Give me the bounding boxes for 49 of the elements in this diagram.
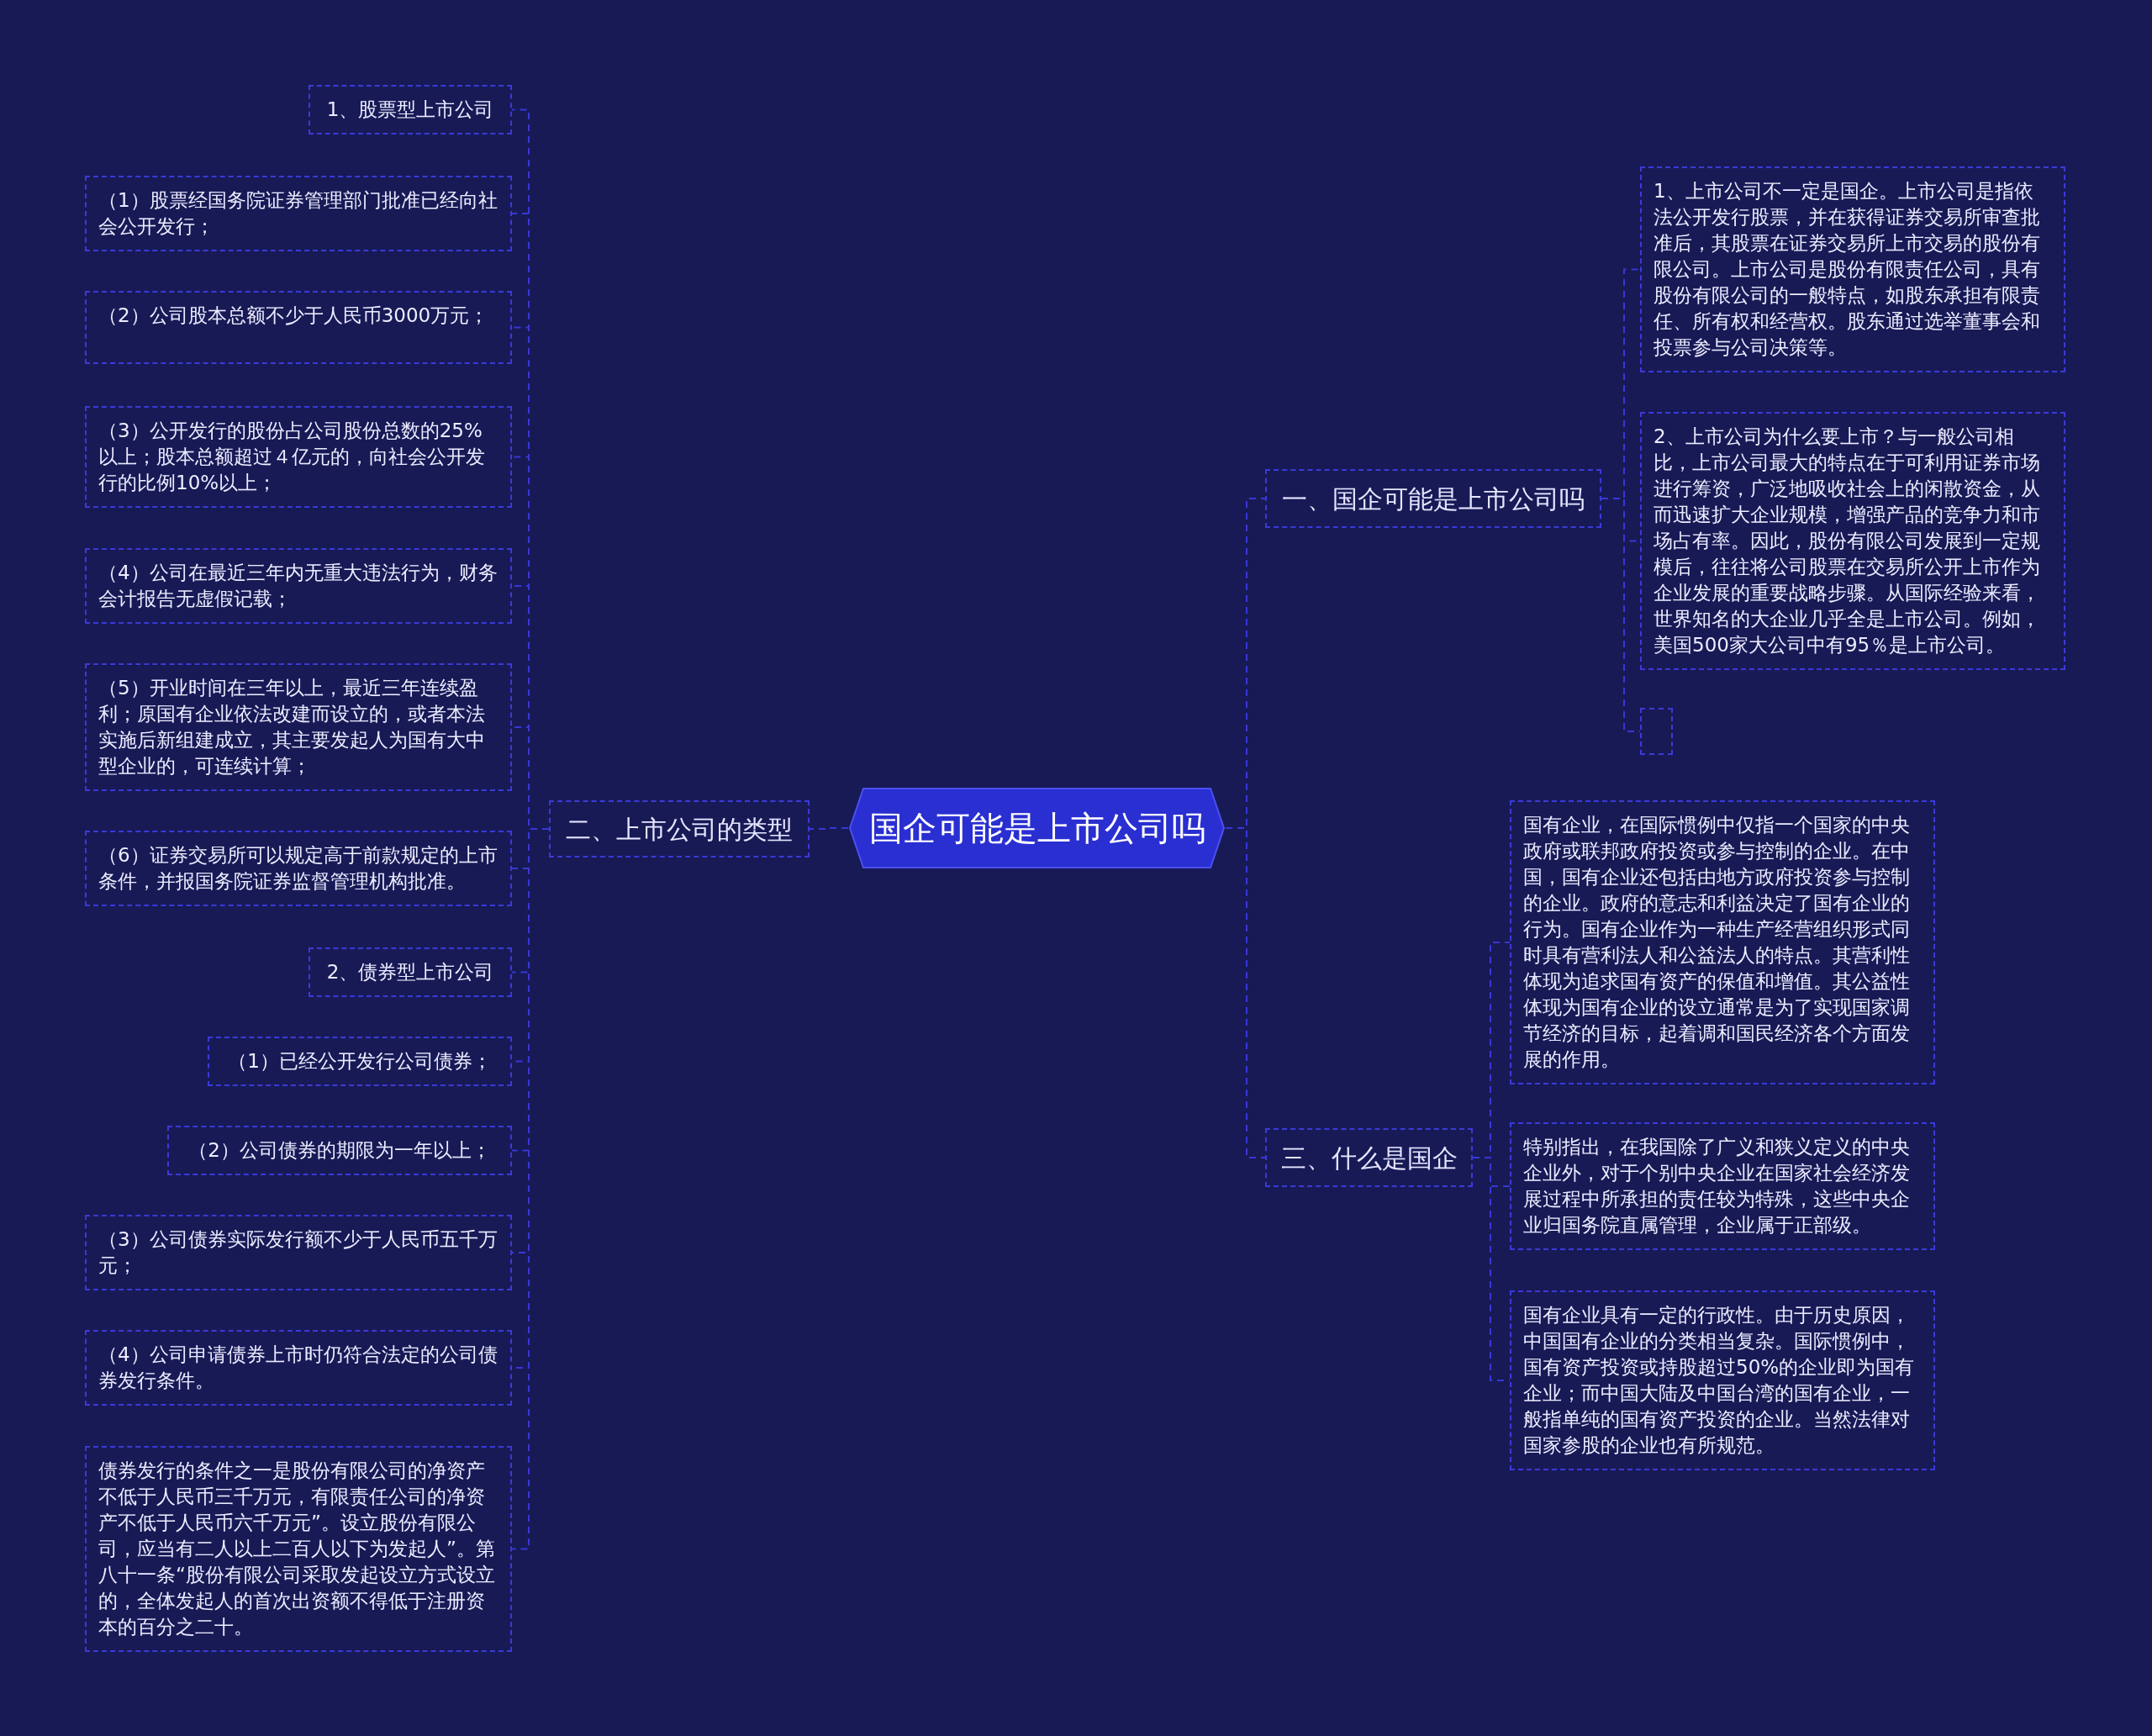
topic-box: [1265, 469, 1601, 528]
note-box: [85, 1330, 512, 1406]
note-box: [208, 1037, 512, 1086]
note-box: [1640, 166, 2065, 372]
note-box: [309, 85, 512, 135]
topic-box: [1265, 1128, 1473, 1187]
note-box: [85, 1446, 512, 1652]
note-text: （1）股票经国务院证券管理部门批准已经向社会公开发行；: [98, 188, 498, 239]
connector-line: [1601, 498, 1641, 732]
note-text: （6）证券交易所可以规定高于前款规定的上市条件，并报国务院证券监督管理机构批准。: [98, 843, 498, 894]
note-text: 2、债券型上市公司: [326, 960, 494, 984]
note-box: [85, 663, 512, 791]
note-box: [167, 1126, 512, 1175]
note-text: 1、上市公司不一定是国企。上市公司是指依法公开发行股票，并在获得证券交易所审查批准后，其股票在证券交易所上市交易的股份有限公司。上市公司是股份有限责任公司，具有股份有限公司的一般特点，如股东承担有限责任、所有权和经营权。股东通过选举董事会和投票参与公司决策等。: [1654, 179, 2041, 360]
topic-box: [549, 800, 810, 857]
note-box: [309, 947, 512, 997]
note-box: [85, 406, 512, 508]
topic-text: 一、国企可能是上市公司吗: [1282, 483, 1585, 515]
note-text: （3）公司债券实际发行额不少于人民币五千万元；: [98, 1227, 498, 1278]
note-text: 国有企业具有一定的行政性。由于历史原因，中国国有企业的分类相当复杂。国际惯例中，国有资产投资或持股超过50%的企业即为国有企业；而中国大陆及中国台湾的国有企业，一般指单纯的国有资产投资的企业。当然法律对国家参股的企业也有所规范。: [1523, 1303, 1916, 1458]
note-text: （1）已经公开发行公司债券；: [228, 1049, 492, 1074]
note-text: 2、上市公司为什么要上市？与一般公司相比，上市公司最大的特点在于可利用证券市场进行筹资，广泛地吸收社会上的闲散资金，从而迅速扩大企业规模，增强产品的竞争力和市场占有率。因此，股份有限公司发展到一定规模后，往往将公司股票在交易所公开上市作为企业发展的重要战略步骤。从国际经验来看，世界知名的大企业几乎全是上市公司。例如，美国500家大公司中有95％是上市公司。: [1654, 425, 2041, 657]
note-box: [1510, 1122, 1935, 1250]
note-box: [85, 548, 512, 624]
topic-text: 二、上市公司的类型: [566, 813, 793, 846]
note-text: （2）公司债券的期限为一年以上；: [188, 1138, 491, 1163]
note-text: （4）公司在最近三年内无重大违法行为，财务会计报告无虚假记载；: [98, 561, 498, 611]
note-text: 债券发行的条件之一是股份有限公司的净资产不低于人民币三千万元，有限责任公司的净资产不低于人民币六千万元”。设立股份有限公司，应当有二人以上二百人以下为发起人”。第八十一条“股份有限公司采取发起设立方式设立的，全体发起人的首次出资额不得低于注册资本的百分之二十。: [98, 1459, 496, 1639]
central-topic-text: 国企可能是上市公司吗: [868, 808, 1205, 849]
note-box: [1640, 412, 2065, 670]
connector-line: [1472, 1157, 1511, 1381]
note-box: [1510, 1290, 1935, 1470]
note-box: [85, 1215, 512, 1290]
connector-line: [511, 828, 550, 1550]
central-topic-hexagon: [848, 787, 1226, 869]
note-text: （3）公开发行的股份占公司股份总数的25%以上；股本总额超过４亿元的，向社会公开发行的比例10%以上；: [98, 419, 486, 495]
note-text: （2）公司股本总额不少于人民币3000万元；: [98, 303, 489, 328]
topic-text: 三、什么是国企: [1280, 1142, 1458, 1174]
note-box: [85, 176, 512, 251]
note-text: （5）开业时间在三年以上，最近三年连续盈利；原国有企业依法改建而设立的，或者本法实施后新组建成立，其主要发起人为国有大中型企业的，可连续计算；: [98, 676, 486, 778]
note-text: 国有企业，在国际惯例中仅指一个国家的中央政府或联邦政府投资或参与控制的企业。在中国，国有企业还包括由地方政府投资参与控制的企业。政府的意志和利益决定了国有企业的行为。国有企业作为一种生产经营组织形式同时具有营利法人和公益法人的特点。其营利性体现为追求国有资产的保值和增值。其公益性体现为国有企业的设立通常是为了实现国家调节经济的目标，起着调和国民经济各个方面发展的作用。: [1523, 813, 1911, 1072]
empty-box: [1640, 708, 1673, 755]
connector-line: [809, 827, 849, 830]
note-box: [85, 291, 512, 364]
note-box: [1510, 800, 1935, 1084]
note-text: 1、股票型上市公司: [326, 98, 494, 122]
note-text: 特别指出，在我国除了广义和狭义定义的中央企业外，对于个别中央企业在国家社会经济发展过程中所承担的责任较为特殊，这些中央企业归国务院直属管理，企业属于正部级。: [1523, 1135, 1911, 1237]
note-text: （4）公司申请债券上市时仍符合法定的公司债券发行条件。: [98, 1343, 498, 1393]
note-box: [85, 831, 512, 906]
